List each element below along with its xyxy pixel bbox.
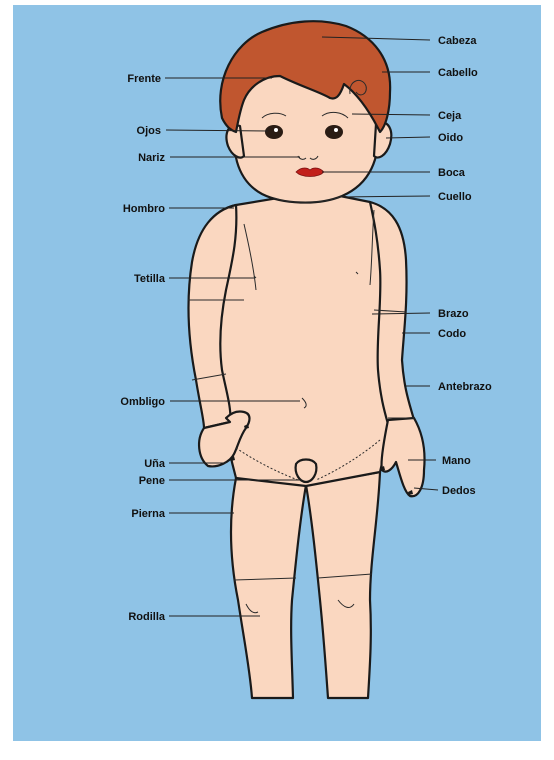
label-cabeza: Cabeza xyxy=(438,35,477,47)
label-mano: Mano xyxy=(442,455,471,467)
right-eye-glint xyxy=(274,128,278,132)
label-dedos: Dedos xyxy=(442,485,476,497)
label-tetilla: Tetilla xyxy=(134,273,166,285)
label-codo: Codo xyxy=(438,328,466,340)
label-pierna: Pierna xyxy=(131,508,166,520)
label-brazo: Brazo xyxy=(438,308,469,320)
label-ceja: Ceja xyxy=(438,110,462,122)
label-una: Uña xyxy=(144,458,166,470)
label-rodilla: Rodilla xyxy=(128,611,166,623)
label-oido: Oido xyxy=(438,132,463,144)
label-cabello: Cabello xyxy=(438,67,478,79)
label-ojos: Ojos xyxy=(137,125,161,137)
label-boca: Boca xyxy=(438,167,466,179)
label-hombro: Hombro xyxy=(123,203,165,215)
left-eye xyxy=(325,125,343,139)
label-ombligo: Ombligo xyxy=(120,396,165,408)
genitals xyxy=(296,460,317,483)
right-eye xyxy=(265,125,283,139)
label-pene: Pene xyxy=(139,475,165,487)
label-antebrazo: Antebrazo xyxy=(438,381,492,393)
left-eye-glint xyxy=(334,128,338,132)
label-cuello: Cuello xyxy=(438,191,472,203)
label-nariz: Nariz xyxy=(138,152,165,164)
label-frente: Frente xyxy=(127,73,161,85)
